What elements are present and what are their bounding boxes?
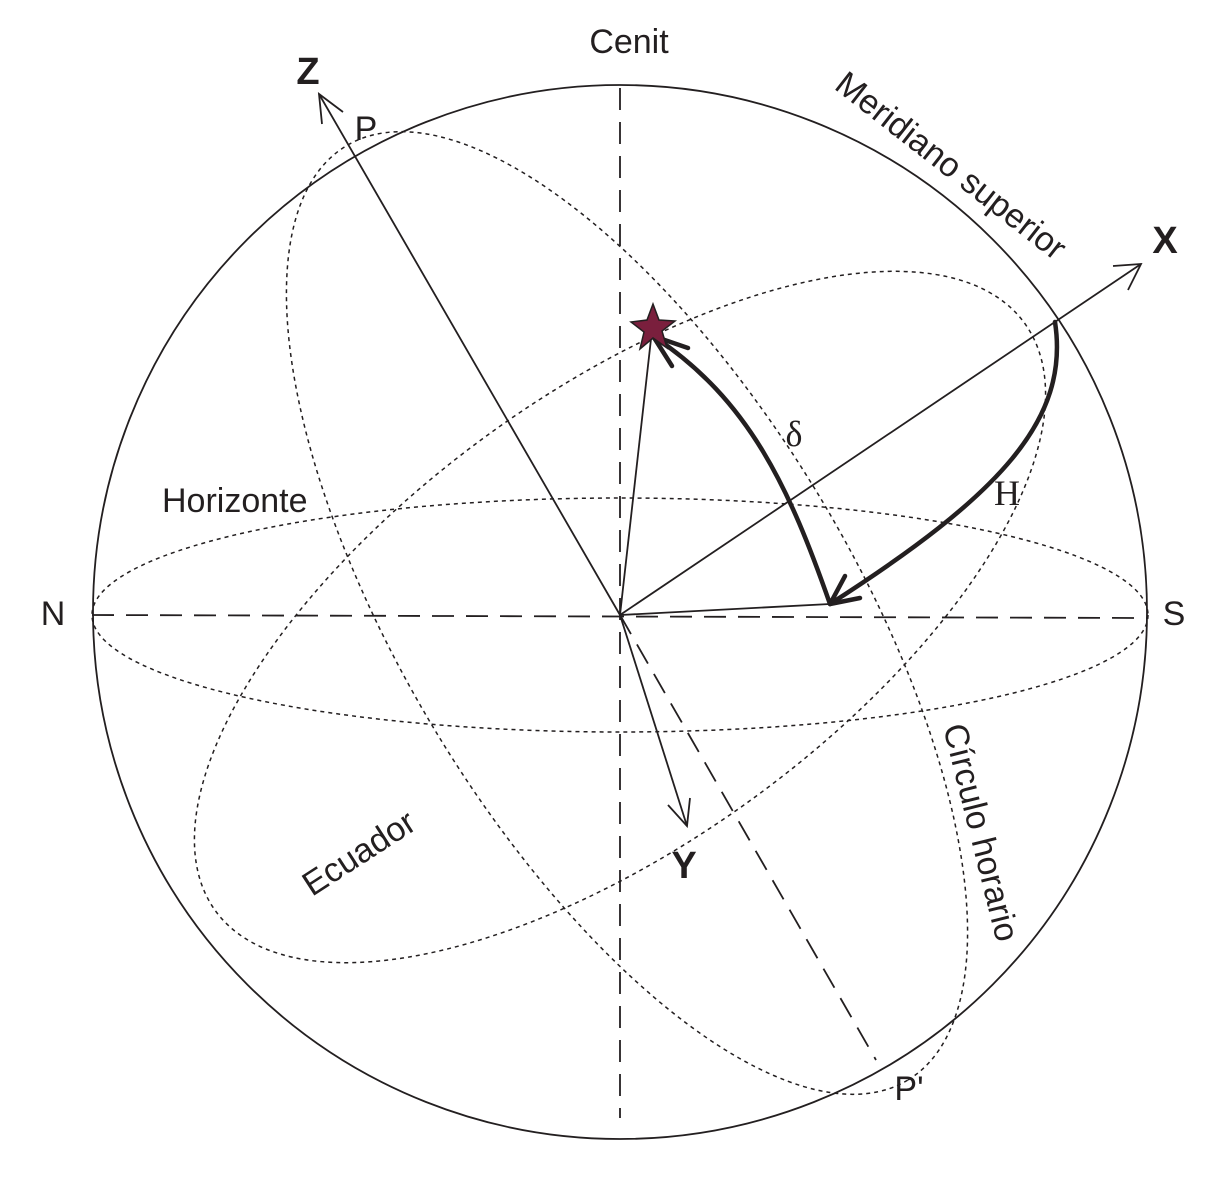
star-icon (629, 301, 678, 352)
north-label: N (41, 595, 66, 633)
declination-arc (650, 333, 833, 607)
y-axis-label: Y (671, 845, 696, 887)
horizon-label: Horizonte (162, 482, 308, 520)
hour-circle-label: Círculo horario (935, 720, 1026, 946)
zenith-label: Cenit (589, 23, 669, 61)
meridian-label: Meridiano superior (828, 64, 1073, 267)
z-axis-line (318, 93, 621, 616)
y-axis-arrowhead (667, 797, 691, 829)
z-axis-arrowhead (317, 92, 344, 125)
y-axis-line (619, 614, 688, 827)
star-direction-line (619, 329, 653, 616)
x-axis-label: X (1152, 220, 1178, 262)
south-pole-label: P' (894, 1070, 923, 1108)
horizon-ellipse (91, 497, 1149, 733)
hour-angle-label: H (994, 473, 1020, 513)
equator-point-line (619, 603, 831, 616)
declination-label: δ (786, 414, 803, 454)
south-pole-line (619, 614, 877, 1061)
z-axis-label: Z (296, 51, 319, 93)
equator-ellipse (193, 270, 1047, 964)
hour-angle-arc (827, 319, 1060, 607)
equator-label: Ecuador (296, 803, 423, 904)
x-axis-arrowhead (1112, 262, 1143, 291)
hour-circle-ellipse (285, 130, 969, 1096)
celestial-sphere (92, 84, 1148, 1140)
north-south-line (91, 614, 1148, 619)
south-label: S (1163, 595, 1186, 633)
north-pole-label: P (355, 110, 378, 148)
